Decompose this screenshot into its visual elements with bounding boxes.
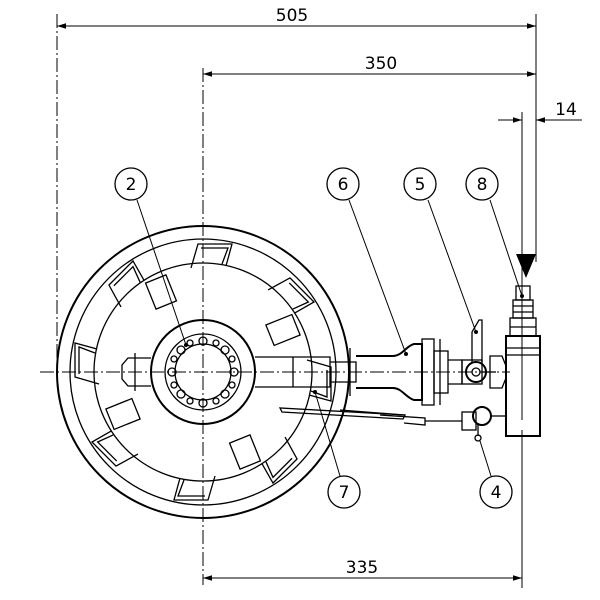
- balloon-7: 7: [313, 390, 361, 509]
- balloon-4: 4: [479, 440, 513, 509]
- balloon-6-label: 6: [338, 175, 349, 195]
- balloon-5-label: 5: [415, 175, 426, 195]
- balloon-4-label: 4: [491, 483, 502, 503]
- hub-bolts: [167, 336, 239, 408]
- spoke-set: [190, 243, 233, 269]
- balloon-5: 5: [403, 167, 478, 334]
- balloon-6: 6: [326, 167, 408, 356]
- balloon-7-label: 7: [339, 483, 350, 503]
- dimension-350: 350: [203, 54, 536, 77]
- gas-inlet-body: [505, 254, 541, 437]
- dimension-505: 505: [57, 6, 537, 262]
- pilot-valve: [461, 406, 506, 442]
- burner-hub: [121, 319, 256, 425]
- dimension-14-label: 14: [555, 100, 577, 120]
- dimension-505-label: 505: [276, 6, 308, 26]
- balloon-8: 8: [465, 167, 524, 298]
- balloon-2: 2: [114, 167, 188, 347]
- dimension-350-label: 350: [365, 54, 397, 74]
- flame-ports: [105, 274, 301, 470]
- burner-spokes: [74, 243, 332, 501]
- balloon-8-label: 8: [477, 175, 488, 195]
- mixing-tube: [255, 338, 463, 406]
- dimension-335-label: 335: [346, 558, 378, 578]
- main-valve: [461, 319, 507, 389]
- inlet-arrow-icon: [516, 254, 536, 278]
- burner-ring: [56, 225, 350, 519]
- balloon-2-label: 2: [126, 175, 137, 195]
- center-lines: [40, 14, 510, 585]
- pilot-tube: [278, 407, 462, 426]
- dimension-335: 335: [203, 430, 523, 588]
